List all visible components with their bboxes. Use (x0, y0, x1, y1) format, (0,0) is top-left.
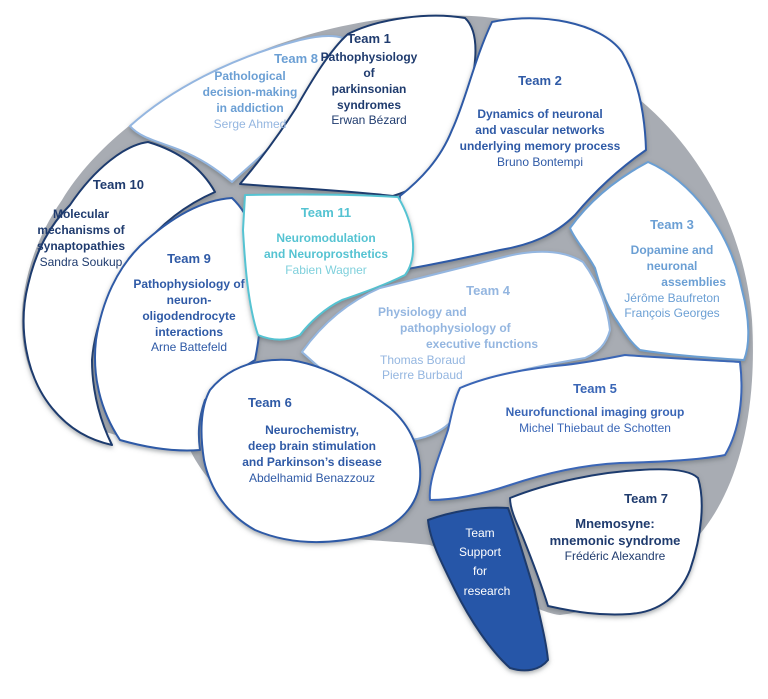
team-1-label: Team 1 Pathophysiology of parkinsonian s… (304, 30, 434, 129)
team-9-topic-line-4: interactions (154, 324, 223, 339)
team-1-topic-line-2: of (363, 65, 375, 80)
team-8-topic-line-3: in addiction (216, 100, 284, 115)
team-7-title: Team 7 (624, 491, 668, 506)
team-6-topic-line-1: Neurochemistry, (265, 423, 359, 438)
team-10-title: Team 10 (92, 177, 144, 192)
team-4-topic-line-1: Physiology and (378, 305, 467, 320)
team-11-lead: Fabien Wagner (285, 262, 367, 277)
team-8-label: Team 8 Pathological decision-making in a… (170, 50, 330, 132)
team-10-topic-line-3: synaptopathies (36, 238, 126, 253)
team-5-topic-line-1: Neurofunctional imaging group (505, 405, 685, 420)
team-1-topic-line-4: syndromes (336, 97, 402, 112)
support-line-4: research (463, 583, 511, 598)
team-2-topic-line-2: and vascular networks (475, 122, 605, 137)
region-team-10[interactable] (22, 141, 216, 446)
region-team-11[interactable] (242, 193, 415, 341)
team-4-lead-1: Thomas Boraud (380, 352, 466, 367)
team-11-topic-line-2: and Neuroprosthetics (263, 246, 389, 261)
team-4-title: Team 4 (466, 283, 510, 298)
team-6-label: Team 6 Neurochemistry, deep brain stimul… (222, 394, 402, 486)
region-team-7[interactable] (509, 468, 703, 616)
team-11-title: Team 11 (300, 205, 352, 220)
team-3-lead-1: Jérôme Baufreton (624, 290, 720, 305)
region-team-3[interactable] (569, 161, 750, 361)
team-7-topic-line-1: Mnemosyne: (575, 516, 655, 532)
team-11-label: Team 11 Neuromodulation and Neuroprosthe… (256, 204, 396, 279)
team-5-label: Team 5 Neurofunctional imaging group Mic… (480, 380, 710, 437)
team-9-label: Team 9 Pathophysiology of neuron- oligod… (114, 250, 264, 356)
team-4-topic-line-2: pathophysiology of (400, 320, 511, 335)
team-3-label: Team 3 Dopamine and neuronal assemblies … (612, 216, 732, 322)
region-team-2[interactable] (398, 17, 647, 271)
team-9-lead: Arne Battefeld (150, 340, 228, 355)
team-8-title: Team 8 (274, 51, 318, 66)
region-team-6[interactable] (200, 358, 422, 543)
region-team-4[interactable] (301, 250, 611, 441)
team-6-lead: Abdelhamid Benazzouz (248, 470, 376, 485)
team-4-lead-2: Pierre Burbaud (382, 368, 463, 383)
team-9-topic-line-1: Pathophysiology of (133, 277, 245, 292)
team-7-lead: Frédéric Alexandre (564, 549, 666, 564)
support-line-2: Support (458, 545, 502, 560)
team-5-title: Team 5 (573, 381, 617, 396)
team-8-lead: Serge Ahmed (213, 116, 287, 131)
team-9-topic-line-3: oligodendrocyte (142, 308, 236, 323)
team-1-title: Team 1 (347, 31, 391, 46)
team-2-label: Team 2 Dynamics of neuronal and vascular… (420, 72, 660, 170)
region-team-support[interactable] (427, 506, 549, 672)
team-3-topic-line-2: neuronal (646, 258, 698, 273)
team-6-title: Team 6 (248, 395, 292, 410)
team-8-topic-line-1: Pathological (214, 69, 286, 84)
team-10-topic-line-2: mechanisms of (37, 222, 125, 237)
team-1-topic-line-1: Pathophysiology (320, 50, 418, 65)
team-6-topic-line-2: deep brain stimulation (247, 438, 376, 453)
support-line-1: Team (465, 526, 495, 540)
team-2-topic-line-3: underlying memory process (459, 138, 621, 153)
team-support-label: Team Support for research (440, 524, 520, 601)
team-3-topic-line-3: assemblies (661, 274, 726, 289)
team-1-topic-line-3: parkinsonian (331, 81, 407, 96)
team-2-lead: Bruno Bontempi (496, 154, 584, 169)
team-10-lead: Sandra Soukup (39, 254, 123, 269)
team-3-lead-2: François Georges (624, 306, 720, 321)
team-2-topic-line-1: Dynamics of neuronal (477, 107, 603, 122)
team-4-label: Team 4 Physiology and pathophysiology of… (370, 282, 570, 384)
team-7-topic-line-2: mnemonic syndrome (549, 533, 681, 549)
region-team-5[interactable] (428, 354, 743, 501)
team-2-title: Team 2 (518, 73, 562, 88)
support-line-3: for (472, 564, 487, 579)
team-11-topic-line-1: Neuromodulation (276, 231, 376, 246)
team-8-topic-line-2: decision-making (202, 84, 298, 99)
team-4-topic-line-3: executive functions (426, 336, 539, 351)
team-9-title: Team 9 (167, 251, 211, 266)
team-3-topic-line-1: Dopamine and (630, 243, 714, 258)
team-5-lead: Michel Thiebaut de Schotten (519, 420, 671, 435)
team-9-topic-line-2: neuron- (166, 292, 212, 307)
team-10-label: Team 10 Molecular mechanisms of synaptop… (18, 176, 144, 270)
team-1-lead: Erwan Bézard (331, 113, 407, 128)
team-3-title: Team 3 (650, 217, 694, 232)
team-6-topic-line-3: and Parkinson’s disease (242, 454, 382, 469)
team-10-topic-line-1: Molecular (52, 207, 109, 222)
team-7-label: Team 7 Mnemosyne: mnemonic syndrome Fréd… (540, 490, 690, 565)
